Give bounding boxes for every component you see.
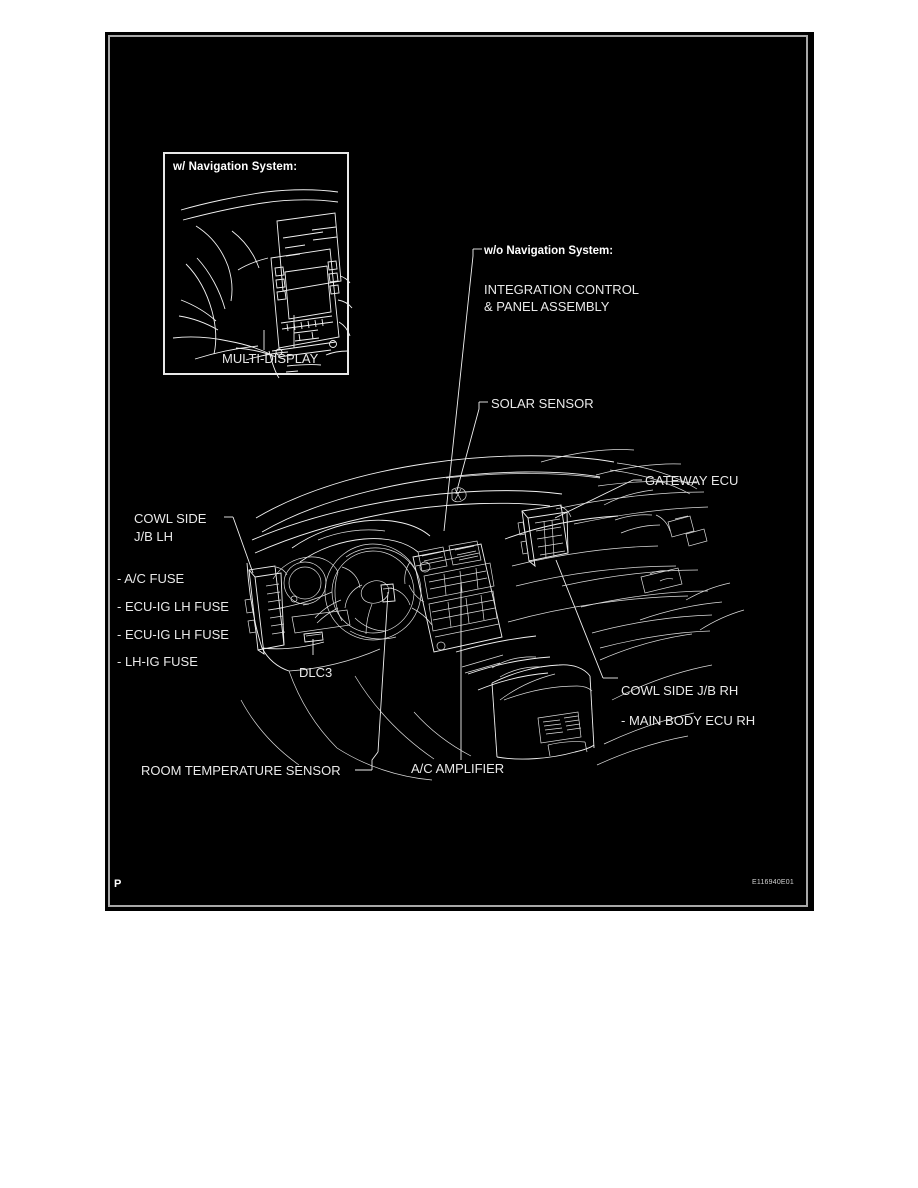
fuse-item-2: - ECU-IG LH FUSE [117,627,229,642]
integration-control-line-2: & PANEL ASSEMBLY [484,299,610,314]
navigation-inset-box [163,152,349,375]
figure-reference-code: E116940E01 [752,879,794,886]
fuse-item-3: - LH-IG FUSE [117,654,198,669]
room-temperature-sensor-label: ROOM TEMPERATURE SENSOR [141,763,341,778]
figure-border-frame [108,35,808,907]
ac-amplifier-label: A/C AMPLIFIER [411,761,505,776]
multi-display-label: MULTI-DISPLAY [222,351,319,366]
wo-navigation-heading: w/o Navigation System: [484,245,614,257]
navigation-inset-title: w/ Navigation System: [173,161,298,173]
integration-control-line-1: INTEGRATION CONTROL [484,282,640,297]
cowl-side-jb-rh-line-1: COWL SIDE J/B RH [621,683,739,698]
gateway-ecu-label: GATEWAY ECU [645,473,739,488]
cowl-side-jb-rh-line-2: - MAIN BODY ECU RH [621,713,756,728]
page-corner-marker: P [114,878,122,890]
fuse-item-1: - ECU-IG LH FUSE [117,599,229,614]
dlc3-label: DLC3 [299,665,333,680]
solar-sensor-label: SOLAR SENSOR [491,396,594,411]
cowl-side-jb-lh-line-1: COWL SIDE [134,511,207,526]
cowl-side-jb-lh-line-2: J/B LH [134,529,174,544]
fuse-item-0: - A/C FUSE [117,571,185,586]
